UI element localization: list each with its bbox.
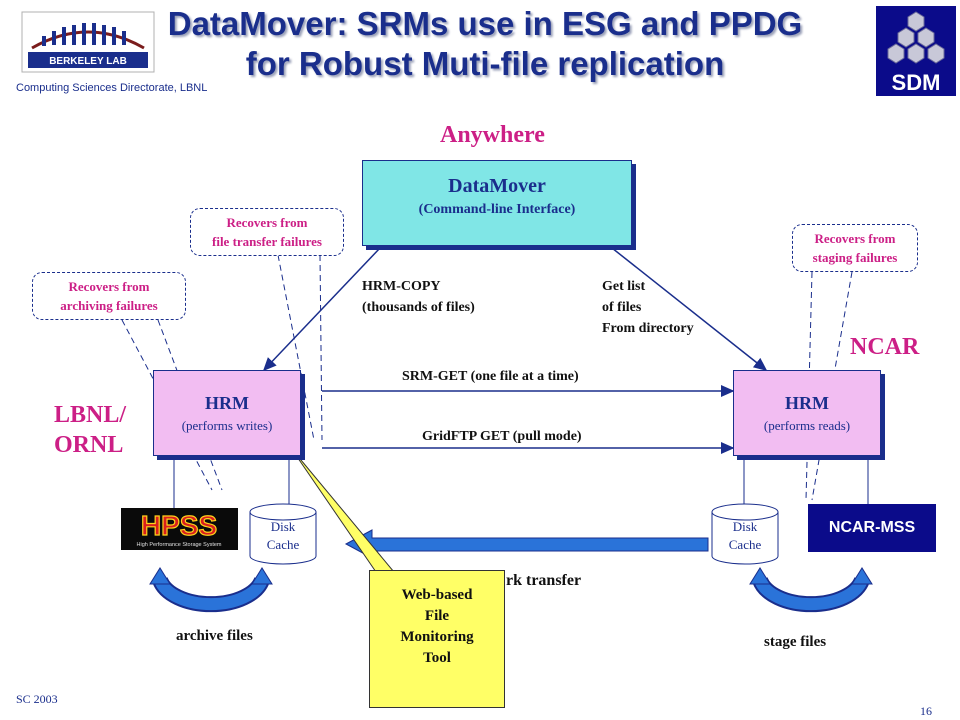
- site-label-left: LBNL/ ORNL: [54, 402, 127, 458]
- footer-conference: SC 2003: [16, 692, 58, 706]
- hrm-right-name: HRM: [785, 393, 829, 413]
- berkeley-lab-wordmark: BERKELEY LAB: [49, 56, 127, 67]
- hrm-copy-arrow: [262, 247, 381, 372]
- title-line-2: for Robust Muti-file replication: [245, 45, 725, 82]
- callout-staging: Recovers from staging failures: [792, 224, 918, 272]
- berkeley-lab-logo: BERKELEY LAB: [21, 11, 155, 73]
- datamover-subtitle: (Command-line Interface): [418, 202, 576, 217]
- network-transfer-label: rk transfer: [506, 572, 582, 589]
- datamover-box: DataMover (Command-line Interface): [362, 160, 632, 246]
- anywhere-label: Anywhere: [440, 122, 545, 148]
- hrm-left-box: HRM (performs writes): [153, 370, 301, 456]
- archive-cycle-icon: [149, 567, 273, 613]
- footer-page-number: 16: [920, 704, 932, 718]
- disk-cache-right-label: Disk Cache: [728, 519, 762, 552]
- disk-cache-left-label: Disk Cache: [266, 519, 300, 552]
- callout-file-transfer: Recovers from file transfer failures: [190, 208, 344, 256]
- hrm-left-subtitle: (performs writes): [181, 418, 273, 433]
- hpss-wordmark: HPSS: [141, 510, 217, 541]
- sdm-logo: SDM: [876, 6, 956, 96]
- archive-files-label: archive files: [176, 628, 253, 644]
- web-monitoring-tool-box: Web-based File Monitoring Tool: [369, 570, 505, 708]
- hpss-logo: HPSS High Performance Storage System: [121, 508, 238, 550]
- disk-cache-right-cylinder: [711, 503, 779, 565]
- hrm-copy-label: HRM-COPY (thousands of files): [362, 279, 475, 315]
- hrm-right-subtitle: (performs reads): [763, 418, 851, 433]
- disk-cache-left-cylinder: [249, 503, 317, 565]
- get-list-arrow: [611, 247, 768, 371]
- stage-files-label: stage files: [764, 634, 827, 650]
- network-transfer-arrow: [344, 529, 709, 559]
- hrm-left-name: HRM: [205, 393, 249, 413]
- datamover-name: DataMover: [448, 175, 546, 197]
- get-list-label: Get list of files From directory: [602, 279, 694, 336]
- hpss-tagline: High Performance Storage System: [137, 542, 222, 548]
- site-label-right: NCAR: [850, 334, 920, 360]
- title-line-1: DataMover: SRMs use in ESG and PPDG: [167, 5, 803, 42]
- page-title: DataMover: SRMs use in ESG and PPDG for …: [130, 4, 840, 84]
- logo-caption: Computing Sciences Directorate, LBNL: [16, 82, 208, 94]
- hrm-right-box: HRM (performs reads): [733, 370, 881, 456]
- callout-archiving: Recovers from archiving failures: [32, 272, 186, 320]
- srm-get-label: SRM-GET (one file at a time): [402, 369, 579, 384]
- sdm-wordmark: SDM: [892, 70, 941, 95]
- stage-cycle-icon: [749, 567, 873, 613]
- ncar-mss-box: NCAR-MSS: [808, 504, 936, 552]
- gridftp-label: GridFTP GET (pull mode): [422, 429, 582, 444]
